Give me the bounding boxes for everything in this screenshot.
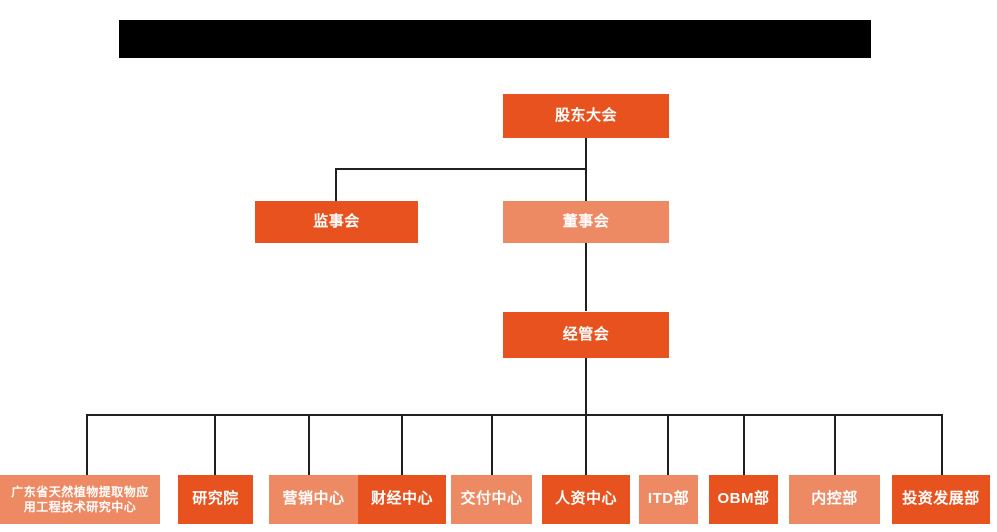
connector-drop-obm-dept <box>743 414 745 475</box>
connector-drop-institute <box>214 414 216 475</box>
connector-drop-itd-dept <box>667 414 669 475</box>
redacted-title-bar <box>119 20 871 58</box>
connector-drop-research-center <box>86 414 88 475</box>
node-obm-dept[interactable]: OBM部 <box>709 475 778 524</box>
connector-drop-investment-development-dept <box>941 414 943 475</box>
node-finance-center[interactable]: 财经中心 <box>358 475 446 524</box>
node-itd-dept[interactable]: ITD部 <box>639 475 698 524</box>
node-finance-center-label: 财经中心 <box>370 490 433 508</box>
node-delivery-center-label: 交付中心 <box>460 490 523 508</box>
connector-drop-directors <box>585 168 587 202</box>
connector-level4-bus <box>86 414 943 416</box>
node-research-center[interactable]: 广东省天然植物提取物应 用工程技术研究中心 <box>0 475 160 524</box>
node-investment-development-dept[interactable]: 投资发展部 <box>892 475 990 524</box>
connector-drop-marketing-center <box>308 414 310 475</box>
node-directors-label: 董事会 <box>562 212 610 230</box>
node-delivery-center[interactable]: 交付中心 <box>451 475 532 524</box>
node-research-center-label-line1: 广东省天然植物提取物应 <box>11 484 149 499</box>
connector-drop-finance-center <box>401 414 403 475</box>
node-marketing-center-label: 营销中心 <box>282 490 345 508</box>
node-institute-label: 研究院 <box>192 490 239 508</box>
connector-drop-delivery-center <box>491 414 493 475</box>
node-management[interactable]: 经管会 <box>503 312 669 358</box>
node-internal-control-dept[interactable]: 内控部 <box>789 475 880 524</box>
node-internal-control-dept-label: 内控部 <box>811 490 858 508</box>
node-marketing-center[interactable]: 营销中心 <box>269 475 358 524</box>
connector-management-down <box>585 358 587 416</box>
connector-directors-to-management <box>585 243 587 311</box>
node-itd-dept-label: ITD部 <box>647 490 690 508</box>
node-management-label: 经管会 <box>562 325 610 343</box>
node-investment-development-dept-label: 投资发展部 <box>902 490 980 508</box>
node-shareholders-label: 股东大会 <box>554 106 617 124</box>
node-directors[interactable]: 董事会 <box>503 201 669 243</box>
node-research-center-label-line2: 用工程技术研究中心 <box>23 499 137 514</box>
node-shareholders[interactable]: 股东大会 <box>503 94 669 138</box>
node-supervisors-label: 监事会 <box>313 212 360 230</box>
connector-drop-supervisors <box>335 168 337 202</box>
connector-shareholders-down <box>585 138 587 170</box>
node-obm-dept-label: OBM部 <box>717 490 770 508</box>
node-supervisors[interactable]: 监事会 <box>255 201 418 243</box>
node-hr-center-label: 人资中心 <box>554 490 617 508</box>
connector-drop-hr-center <box>585 414 587 475</box>
node-institute[interactable]: 研究院 <box>178 475 253 524</box>
connector-level1-bus <box>335 168 587 170</box>
node-hr-center[interactable]: 人资中心 <box>542 475 630 524</box>
connector-drop-internal-control-dept <box>834 414 836 475</box>
